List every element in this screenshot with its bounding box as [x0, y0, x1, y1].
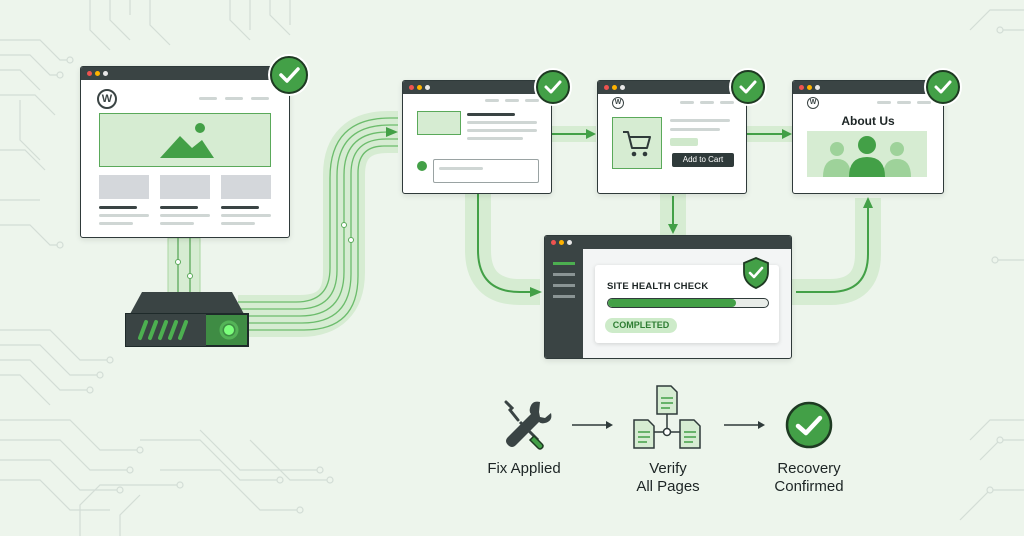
check-badge-icon — [536, 70, 570, 104]
check-badge-icon — [270, 56, 308, 94]
nav-link — [199, 97, 217, 100]
check-badge-icon — [926, 70, 960, 104]
status-badge: COMPLETED — [605, 318, 677, 333]
add-to-cart-button[interactable]: Add to Cart — [672, 153, 734, 167]
check-badge-icon — [731, 70, 765, 104]
card-text — [221, 222, 255, 225]
comment-text — [439, 167, 483, 170]
thumbnail-image — [417, 111, 461, 135]
post-text — [467, 137, 523, 140]
wordpress-logo: W — [807, 97, 819, 109]
product-title — [670, 119, 730, 122]
step-label-line: Verify — [649, 460, 687, 477]
progress-fill — [608, 299, 736, 307]
team-icon — [823, 136, 911, 177]
nav-link — [877, 101, 891, 104]
cart-icon — [623, 131, 651, 157]
step-label-verify: Verify All Pages — [608, 460, 728, 496]
nav-link — [251, 97, 269, 100]
product-image — [612, 117, 662, 169]
nav-link — [720, 101, 734, 104]
wordpress-logo: W — [612, 97, 624, 109]
card-text — [160, 222, 194, 225]
card-text — [99, 214, 149, 217]
sidebar-item[interactable] — [553, 284, 575, 287]
nav-link — [525, 99, 539, 102]
post-text — [467, 129, 537, 132]
about-title: About Us — [841, 114, 895, 128]
shop-page-window: W Add to Cart — [597, 80, 747, 194]
homepage-window: W — [80, 66, 290, 238]
check-circle-icon — [785, 401, 833, 449]
post-heading — [467, 113, 515, 116]
nav-link — [897, 101, 911, 104]
step-label-line: Fix Applied — [487, 460, 561, 477]
window-titlebar — [598, 81, 746, 94]
progress-bar — [607, 298, 769, 308]
nav-link — [700, 101, 714, 104]
nav-link — [225, 97, 243, 100]
server-icon — [125, 292, 249, 347]
window-titlebar — [545, 236, 791, 249]
card-text — [160, 214, 210, 217]
card-heading — [99, 206, 137, 209]
step-label-line: Recovery — [777, 460, 841, 477]
card-text — [99, 222, 133, 225]
step-label-fix: Fix Applied — [464, 460, 584, 478]
step-label-line: All Pages — [636, 478, 700, 495]
window-titlebar — [793, 81, 943, 94]
content-card — [99, 175, 149, 199]
about-page-window: W About Us — [792, 80, 944, 194]
listing-page-window — [402, 80, 552, 194]
sidebar — [545, 249, 583, 358]
step-label-line: Confirmed — [774, 478, 844, 495]
document-network-icon — [633, 385, 701, 449]
image-icon — [160, 123, 214, 158]
sidebar-item-active[interactable] — [553, 262, 575, 265]
shield-check-icon — [743, 257, 769, 289]
team-image — [807, 131, 927, 177]
window-titlebar — [81, 67, 289, 80]
card-heading — [221, 206, 259, 209]
nav-link — [680, 101, 694, 104]
avatar-icon — [417, 161, 427, 171]
card-heading — [160, 206, 198, 209]
price-tag — [670, 138, 698, 146]
nav-link — [485, 99, 499, 102]
step-label-recovery: Recovery Confirmed — [749, 460, 869, 496]
product-text — [670, 128, 720, 131]
nav-link — [917, 101, 931, 104]
hero-image — [99, 113, 271, 167]
nav-link — [505, 99, 519, 102]
wrench-screwdriver-icon — [504, 400, 552, 450]
sidebar-item[interactable] — [553, 273, 575, 276]
comment-box — [433, 159, 539, 183]
content-card — [221, 175, 271, 199]
health-check-window: SITE HEALTH CHECK COMPLETED — [544, 235, 792, 359]
content-card — [160, 175, 210, 199]
card-text — [221, 214, 271, 217]
sidebar-item[interactable] — [553, 295, 575, 298]
wordpress-logo: W — [97, 89, 117, 109]
health-check-title: SITE HEALTH CHECK — [607, 281, 709, 292]
window-titlebar — [403, 81, 551, 94]
post-text — [467, 121, 537, 124]
